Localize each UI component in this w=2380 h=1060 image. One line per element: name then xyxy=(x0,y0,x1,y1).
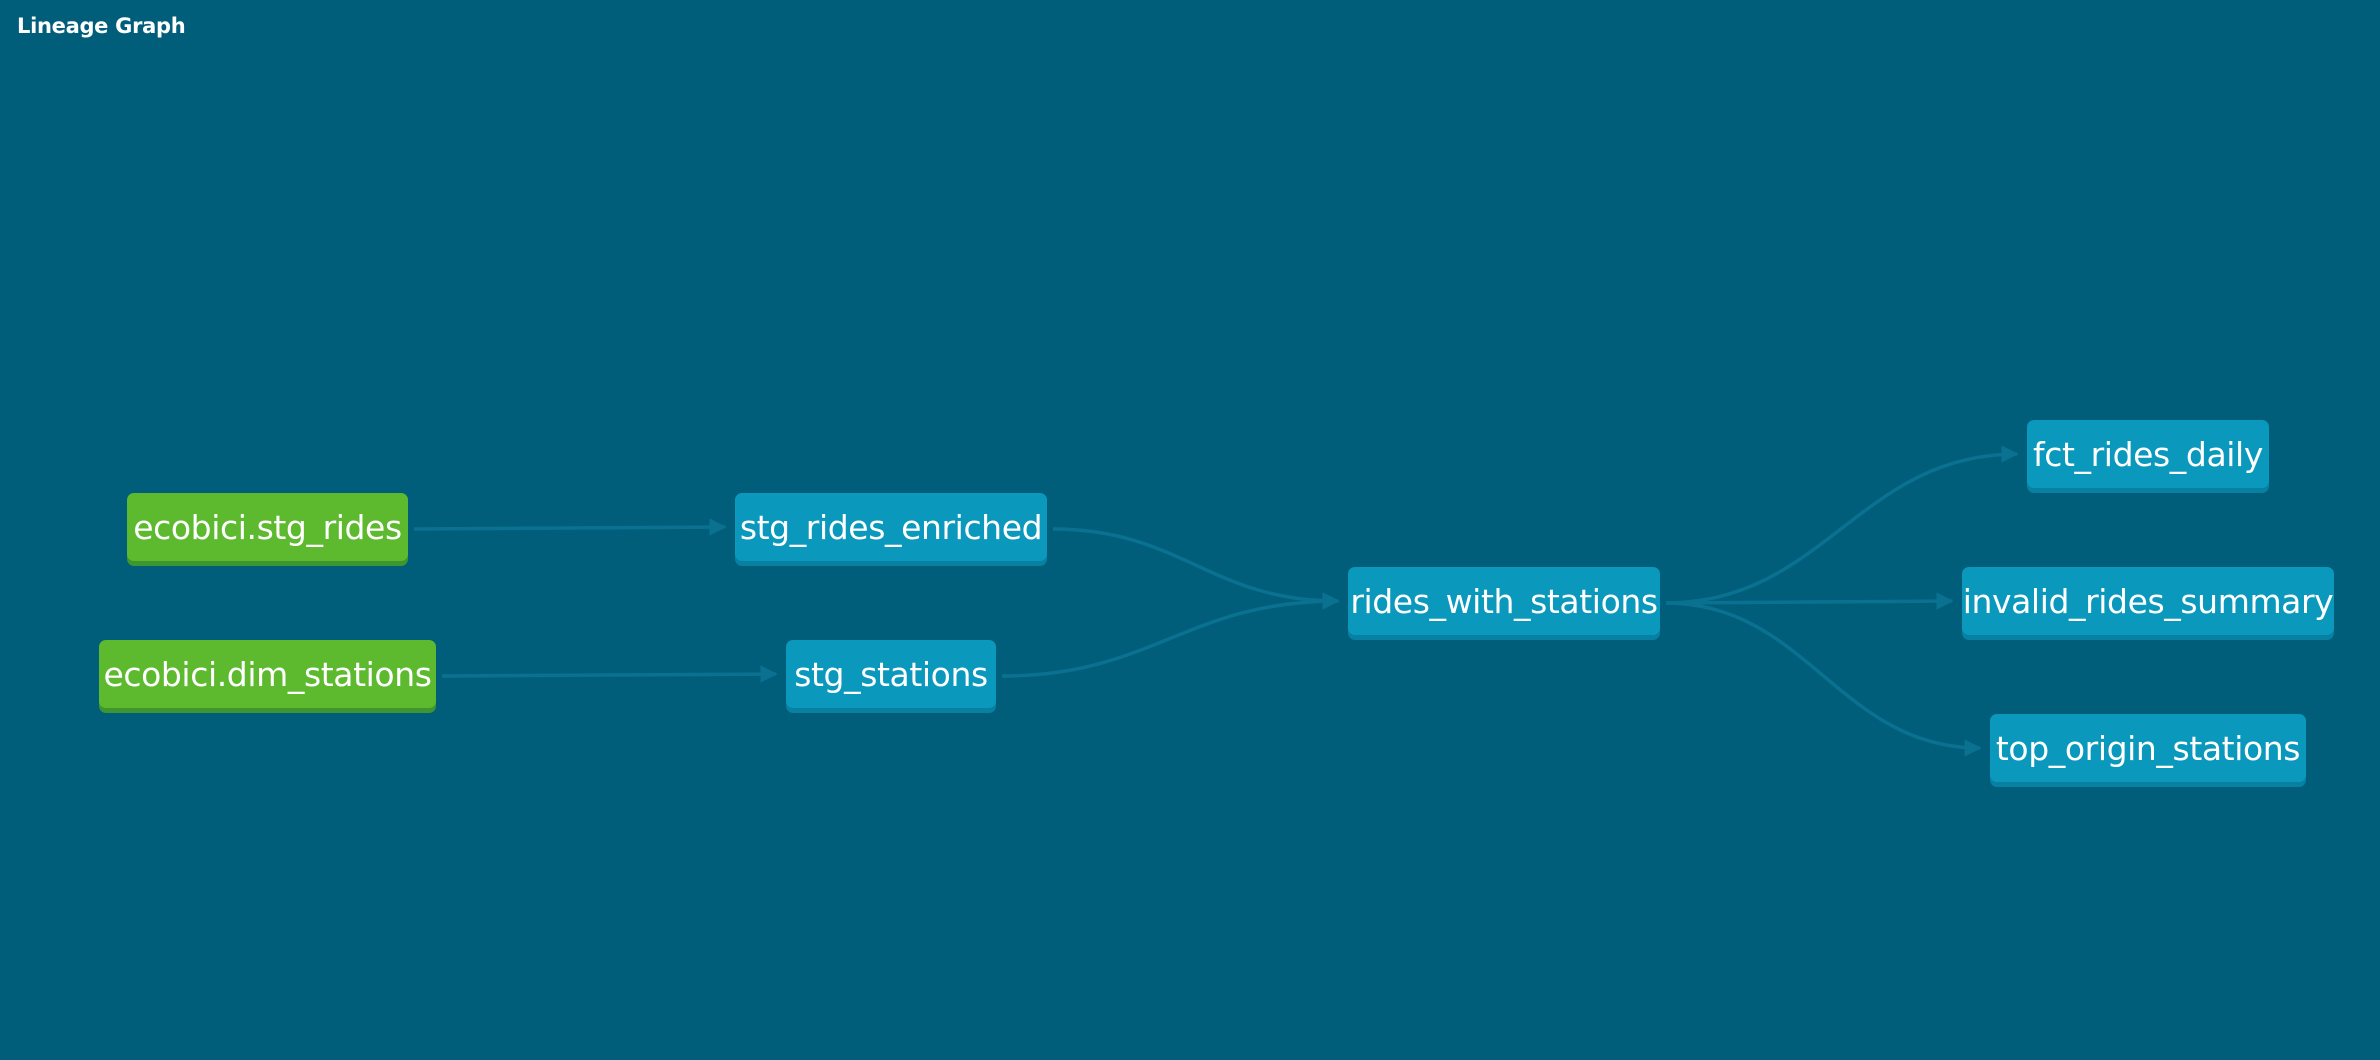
edge-stg-rides-enriched-to-rides-with-stations xyxy=(1052,527,1340,610)
edge-rides-with-stations-to-invalid-rides-summary xyxy=(1665,592,1954,610)
edge-rides-with-stations-to-top-origin-stations xyxy=(1665,601,1982,757)
node-fct-rides-daily[interactable]: fct_rides_daily xyxy=(2027,420,2269,488)
node-ecobici-dim-stations[interactable]: ecobici.dim_stations xyxy=(99,640,436,708)
node-top-origin-stations[interactable]: top_origin_stations xyxy=(1990,714,2306,782)
edge-rides-with-stations-to-fct-rides-daily xyxy=(1665,445,2019,605)
edge-stg-stations-to-rides-with-stations xyxy=(1001,592,1340,678)
node-stg-stations[interactable]: stg_stations xyxy=(786,640,996,708)
node-stg-rides-enriched[interactable]: stg_rides_enriched xyxy=(735,493,1047,561)
node-invalid-rides-summary[interactable]: invalid_rides_summary xyxy=(1962,567,2334,635)
edge-ecobici-dim-stations-to-stg-stations xyxy=(441,665,778,683)
edge-ecobici-stg-rides-to-stg-rides-enriched xyxy=(413,518,727,536)
node-rides-with-stations[interactable]: rides_with_stations xyxy=(1348,567,1660,635)
node-ecobici-stg-rides[interactable]: ecobici.stg_rides xyxy=(127,493,408,561)
page-title: Lineage Graph xyxy=(17,14,186,38)
